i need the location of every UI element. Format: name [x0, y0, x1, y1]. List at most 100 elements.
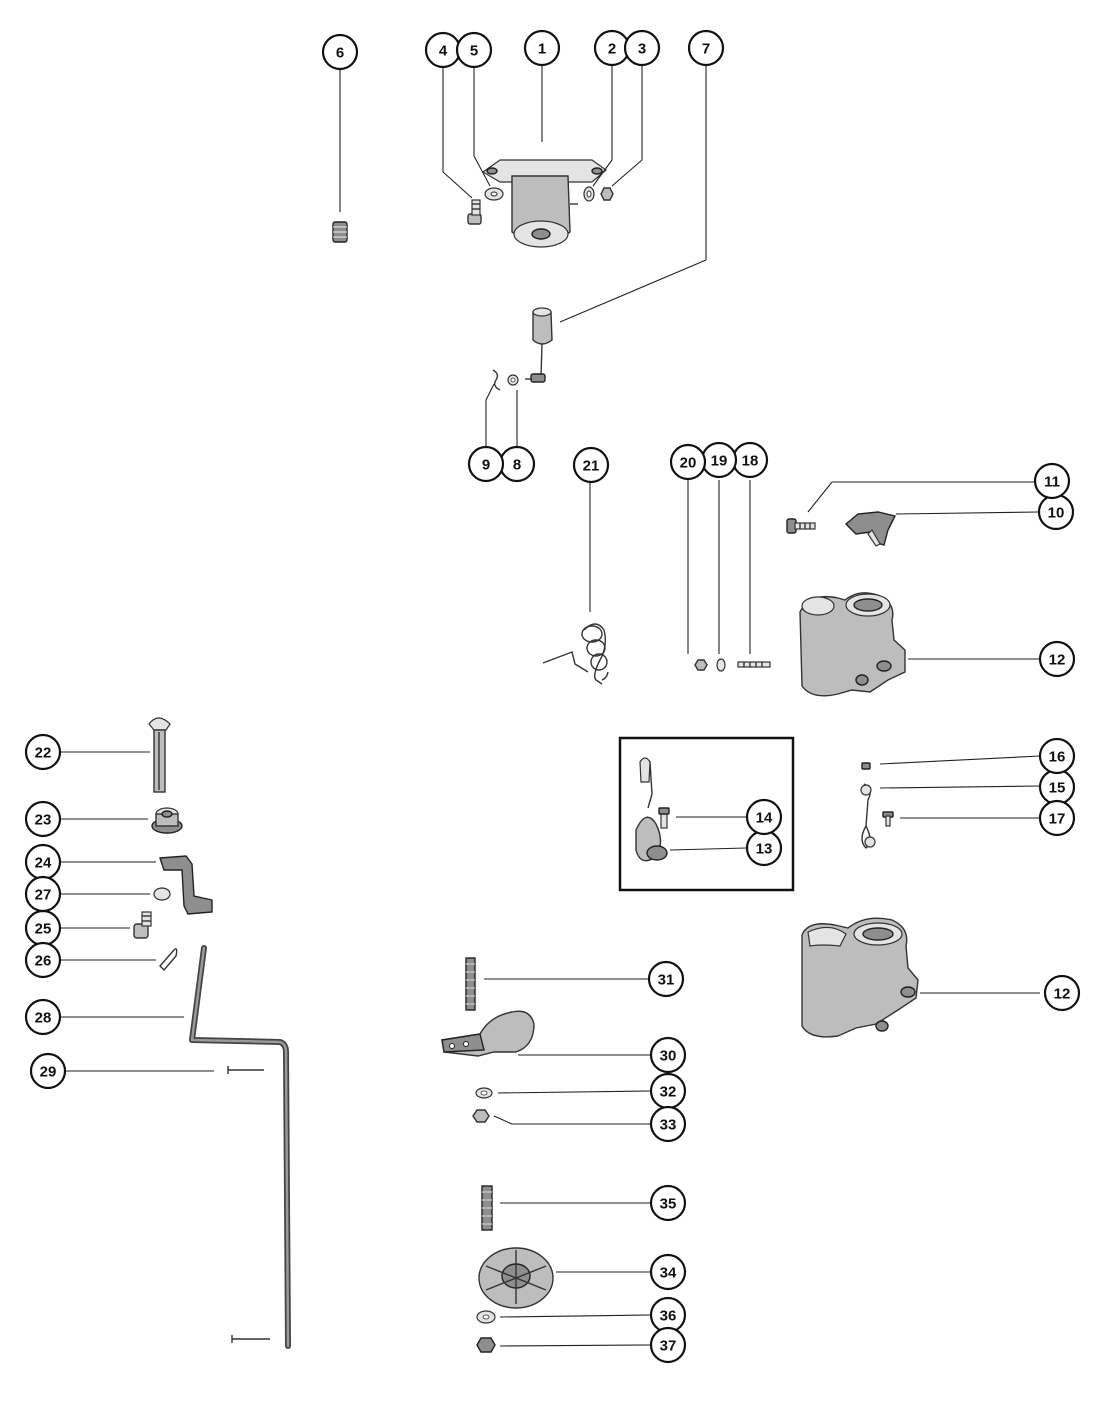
callout-label: 34	[660, 1265, 677, 1282]
callout-1: 1	[523, 29, 561, 67]
part-7-plunger	[525, 307, 553, 383]
callout-26: 26	[24, 941, 62, 979]
callout-28: 28	[24, 998, 62, 1036]
part-34-knob	[478, 1247, 554, 1309]
callout-label: 21	[583, 458, 600, 475]
callout-label: 32	[660, 1084, 677, 1101]
part-37-nut	[476, 1337, 496, 1353]
callout-circle	[321, 33, 359, 71]
callout-label: 31	[658, 972, 675, 989]
callout-label: 7	[702, 41, 710, 58]
callout-label: 12	[1049, 652, 1066, 669]
callout-circle	[24, 998, 62, 1036]
callout-label: 36	[660, 1308, 677, 1325]
callout-label: 29	[40, 1064, 57, 1081]
part-8-washer	[507, 374, 519, 386]
callout-label: 19	[711, 453, 728, 470]
callout-circle	[1038, 640, 1076, 678]
part-18-stud	[737, 661, 771, 668]
part-20-nut	[694, 659, 708, 671]
part-32-washer	[475, 1087, 493, 1099]
callout-16: 16	[1038, 737, 1076, 775]
part-29-pin	[227, 1066, 270, 1343]
callout-10: 10	[1037, 493, 1075, 531]
callout-circle	[29, 1052, 67, 1090]
callout-label: 33	[660, 1117, 677, 1134]
callout-circle	[649, 1105, 687, 1143]
callout-31: 31	[647, 960, 685, 998]
part-36-washer	[476, 1310, 496, 1324]
callout-label: 20	[680, 455, 697, 472]
callout-circle	[24, 733, 62, 771]
part-24-bracket	[159, 855, 213, 915]
callout-21: 21	[572, 446, 610, 484]
callout-label: 12	[1054, 986, 1071, 1003]
callout-label: 4	[439, 43, 448, 60]
part-6-plug	[332, 221, 348, 243]
part-22-pin	[148, 717, 171, 793]
callout-circle	[647, 960, 685, 998]
callout-label: 11	[1044, 474, 1060, 491]
part-35-stud	[481, 1185, 493, 1231]
callout-circle	[1038, 799, 1076, 837]
callout-34: 34	[649, 1253, 687, 1291]
callout-circle	[24, 875, 62, 913]
callout-3: 3	[623, 29, 661, 67]
callout-circle	[649, 1184, 687, 1222]
callout-label: 25	[35, 921, 52, 938]
callout-label: 9	[482, 457, 490, 474]
callout-33: 33	[649, 1105, 687, 1143]
callout-label: 28	[35, 1010, 52, 1027]
callout-5: 5	[455, 31, 493, 69]
leader-lines	[60, 66, 1041, 1347]
callout-label: 6	[336, 45, 344, 62]
part-1-solenoid	[481, 159, 607, 248]
callout-27: 27	[24, 875, 62, 913]
callout-label: 27	[35, 887, 52, 904]
callout-circle	[649, 1326, 687, 1364]
part-28-rod	[189, 945, 291, 1349]
callout-label: 16	[1049, 749, 1066, 766]
callout-label: 30	[660, 1048, 677, 1065]
callout-37: 37	[649, 1326, 687, 1364]
part-12-carburetor-lower	[801, 917, 919, 1038]
callout-7: 7	[687, 29, 725, 67]
callout-label: 10	[1048, 505, 1065, 522]
callout-6: 6	[321, 33, 359, 71]
part-15-link	[860, 783, 876, 849]
callout-18: 18	[731, 441, 769, 479]
part-17-screw	[882, 811, 894, 827]
callout-17: 17	[1038, 799, 1076, 837]
callout-35: 35	[649, 1184, 687, 1222]
callout-label: 2	[608, 41, 616, 58]
callout-20: 20	[669, 443, 707, 481]
callout-circle	[467, 445, 505, 483]
callout-label: 13	[756, 841, 773, 858]
callout-30: 30	[649, 1036, 687, 1074]
callout-22: 22	[24, 733, 62, 771]
callout-12: 12	[1043, 974, 1081, 1012]
callout-circle	[24, 941, 62, 979]
part-33-nut	[472, 1109, 490, 1123]
callout-label: 17	[1049, 811, 1066, 828]
callout-circle	[1043, 974, 1081, 1012]
callout-circle	[455, 31, 493, 69]
part-25-screw	[133, 911, 152, 939]
callout-label: 5	[470, 43, 478, 60]
part-9-cotter-pin	[492, 369, 501, 391]
callout-circle	[24, 800, 62, 838]
part-26-cotter-pin	[159, 948, 178, 972]
callout-circle	[623, 29, 661, 67]
callout-label: 18	[742, 453, 759, 470]
callout-circle	[523, 29, 561, 67]
callout-29: 29	[29, 1052, 67, 1090]
callout-label: 3	[638, 41, 646, 58]
part-16-clip	[861, 762, 871, 770]
callout-label: 22	[35, 745, 52, 762]
part-3-nut	[600, 187, 614, 201]
part-23-grommet	[151, 807, 183, 834]
part-12-carburetor-upper	[799, 592, 906, 697]
callout-circle	[649, 1253, 687, 1291]
